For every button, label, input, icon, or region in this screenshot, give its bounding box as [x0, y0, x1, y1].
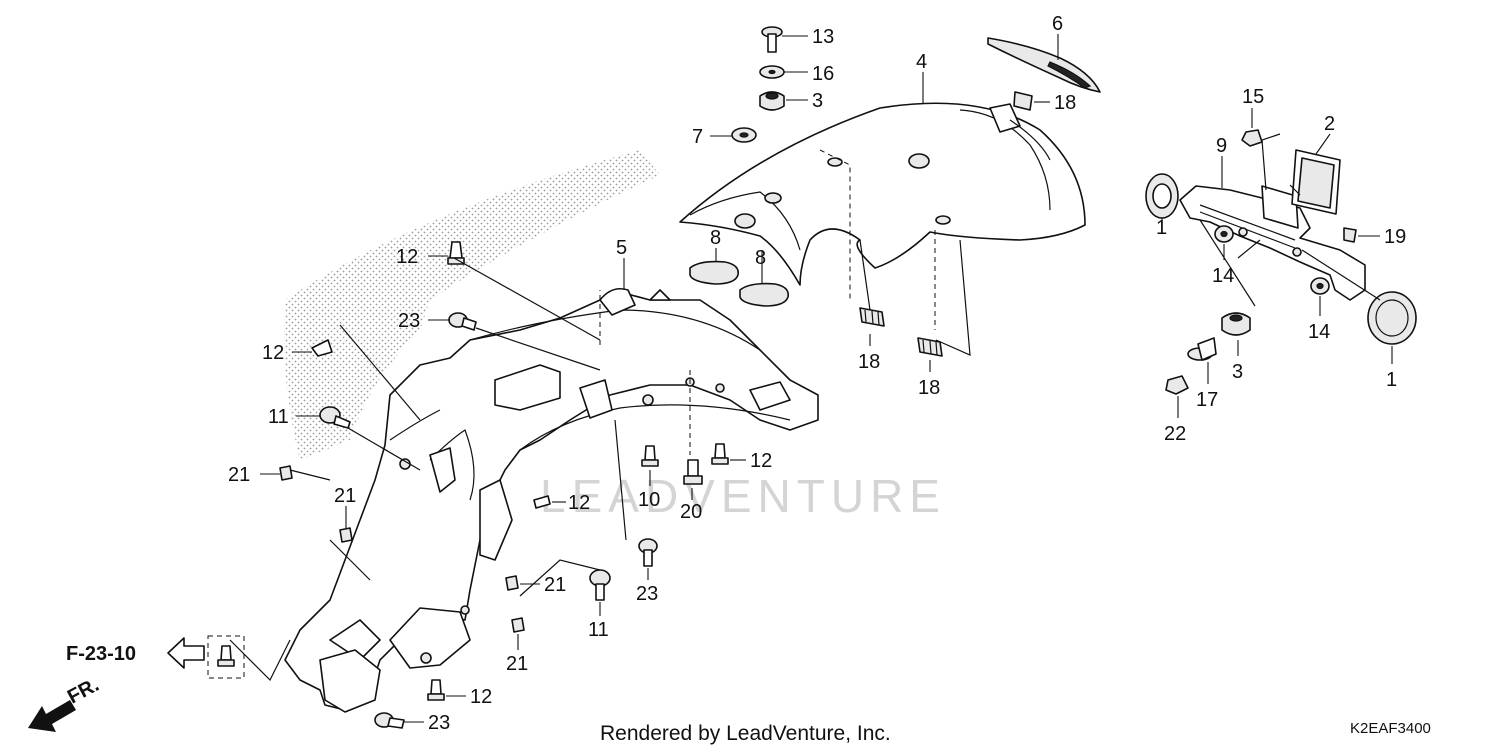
washer-16[interactable] [759, 65, 785, 79]
callout-20: 20 [680, 501, 702, 523]
reflector-right[interactable] [1367, 291, 1417, 345]
collar-14-left[interactable] [1214, 225, 1234, 243]
clip-18-right[interactable] [917, 337, 943, 357]
bolt-11-b[interactable] [589, 569, 611, 601]
clip-18-top[interactable] [1013, 91, 1033, 111]
screw-20[interactable] [683, 459, 703, 485]
rubber-pad-left[interactable] [689, 260, 740, 285]
callout-12: 12 [568, 492, 590, 514]
screw-12-e[interactable] [427, 679, 445, 701]
callout-23: 23 [636, 583, 658, 605]
nut-22[interactable] [1165, 375, 1189, 395]
callout-17: 17 [1196, 389, 1218, 411]
callout-10: 10 [638, 489, 660, 511]
nut-19[interactable] [1343, 227, 1357, 243]
screw-21-a[interactable] [279, 465, 293, 481]
callout-8: 8 [710, 227, 721, 249]
callout-7: 7 [692, 126, 703, 148]
bolt-23-a[interactable] [448, 312, 477, 331]
grommet-3-right[interactable] [1221, 312, 1251, 336]
callout-14: 14 [1308, 321, 1330, 343]
callout-12: 12 [470, 686, 492, 708]
callout-3: 3 [1232, 361, 1243, 383]
screw-21-b[interactable] [339, 527, 353, 543]
collar-7[interactable] [731, 127, 757, 143]
callout-2: 2 [1324, 113, 1335, 135]
callout-5: 5 [616, 237, 627, 259]
reference-fastener-box [207, 635, 245, 679]
callout-1: 1 [1386, 369, 1397, 391]
stipple-shading [284, 150, 660, 460]
callout-13: 13 [812, 26, 834, 48]
rubber-pad-right[interactable] [739, 282, 790, 307]
callout-12: 12 [750, 450, 772, 472]
bolt-17[interactable] [1187, 337, 1217, 361]
rear-fender[interactable] [679, 102, 1086, 286]
reference-group[interactable]: F-23-10 [66, 637, 205, 669]
callout-15: 15 [1242, 86, 1264, 108]
leader-lines [229, 34, 1393, 723]
callout-4: 4 [916, 51, 927, 73]
callout-19: 19 [1384, 226, 1406, 248]
callout-labels: 13 16 3 7 4 6 18 8 8 5 12 23 12 11 21 21… [228, 13, 1406, 734]
callout-23: 23 [428, 712, 450, 734]
bolt-23-c[interactable] [374, 712, 405, 729]
callout-11: 11 [268, 406, 289, 428]
callout-8: 8 [755, 247, 766, 269]
reference-label[interactable]: F-23-10 [66, 643, 136, 665]
callout-9: 9 [1216, 135, 1227, 157]
callout-21: 21 [506, 653, 528, 675]
seal-strip[interactable] [987, 37, 1101, 93]
reflector-left[interactable] [1145, 173, 1179, 219]
inner-fender[interactable] [284, 287, 819, 713]
screw-12-b[interactable] [311, 339, 333, 357]
callout-22: 22 [1164, 423, 1186, 445]
callout-14: 14 [1212, 265, 1234, 287]
screw-12-d[interactable] [533, 495, 551, 509]
callout-12: 12 [262, 342, 284, 364]
license-light[interactable] [1291, 149, 1341, 215]
screw-10[interactable] [641, 445, 659, 467]
callout-18: 18 [918, 377, 940, 399]
footer-credit: Rendered by LeadVenture, Inc. [600, 722, 891, 745]
front-direction: FR. [28, 674, 103, 732]
bolt-11-a[interactable] [319, 406, 351, 429]
reference-arrow-icon [167, 637, 205, 669]
bolt-13[interactable] [761, 26, 783, 53]
callout-21: 21 [334, 485, 356, 507]
callout-16: 16 [812, 63, 834, 85]
clip-18-mid[interactable] [859, 307, 885, 327]
license-bracket[interactable] [1179, 185, 1366, 301]
front-arrow-icon [28, 700, 76, 732]
watermark-text: LEADVENTURE [540, 470, 946, 522]
nut-15[interactable] [1241, 129, 1263, 147]
grommet-3-top[interactable] [759, 91, 785, 111]
callout-23: 23 [398, 310, 420, 332]
callout-11: 11 [588, 619, 609, 641]
callout-18: 18 [1054, 92, 1076, 114]
bolt-23-b[interactable] [638, 538, 658, 567]
callout-21: 21 [544, 574, 566, 596]
diagram-code: K2EAF3400 [1350, 720, 1431, 737]
callout-21: 21 [228, 464, 250, 486]
callout-6: 6 [1052, 13, 1063, 35]
collar-14-right[interactable] [1310, 277, 1330, 295]
callout-1: 1 [1156, 217, 1167, 239]
screw-21-c[interactable] [505, 575, 519, 591]
screw-12-c[interactable] [711, 443, 729, 465]
callout-3: 3 [812, 90, 823, 112]
callout-18: 18 [858, 351, 880, 373]
callout-12: 12 [396, 246, 418, 268]
screw-21-d[interactable] [511, 617, 525, 633]
